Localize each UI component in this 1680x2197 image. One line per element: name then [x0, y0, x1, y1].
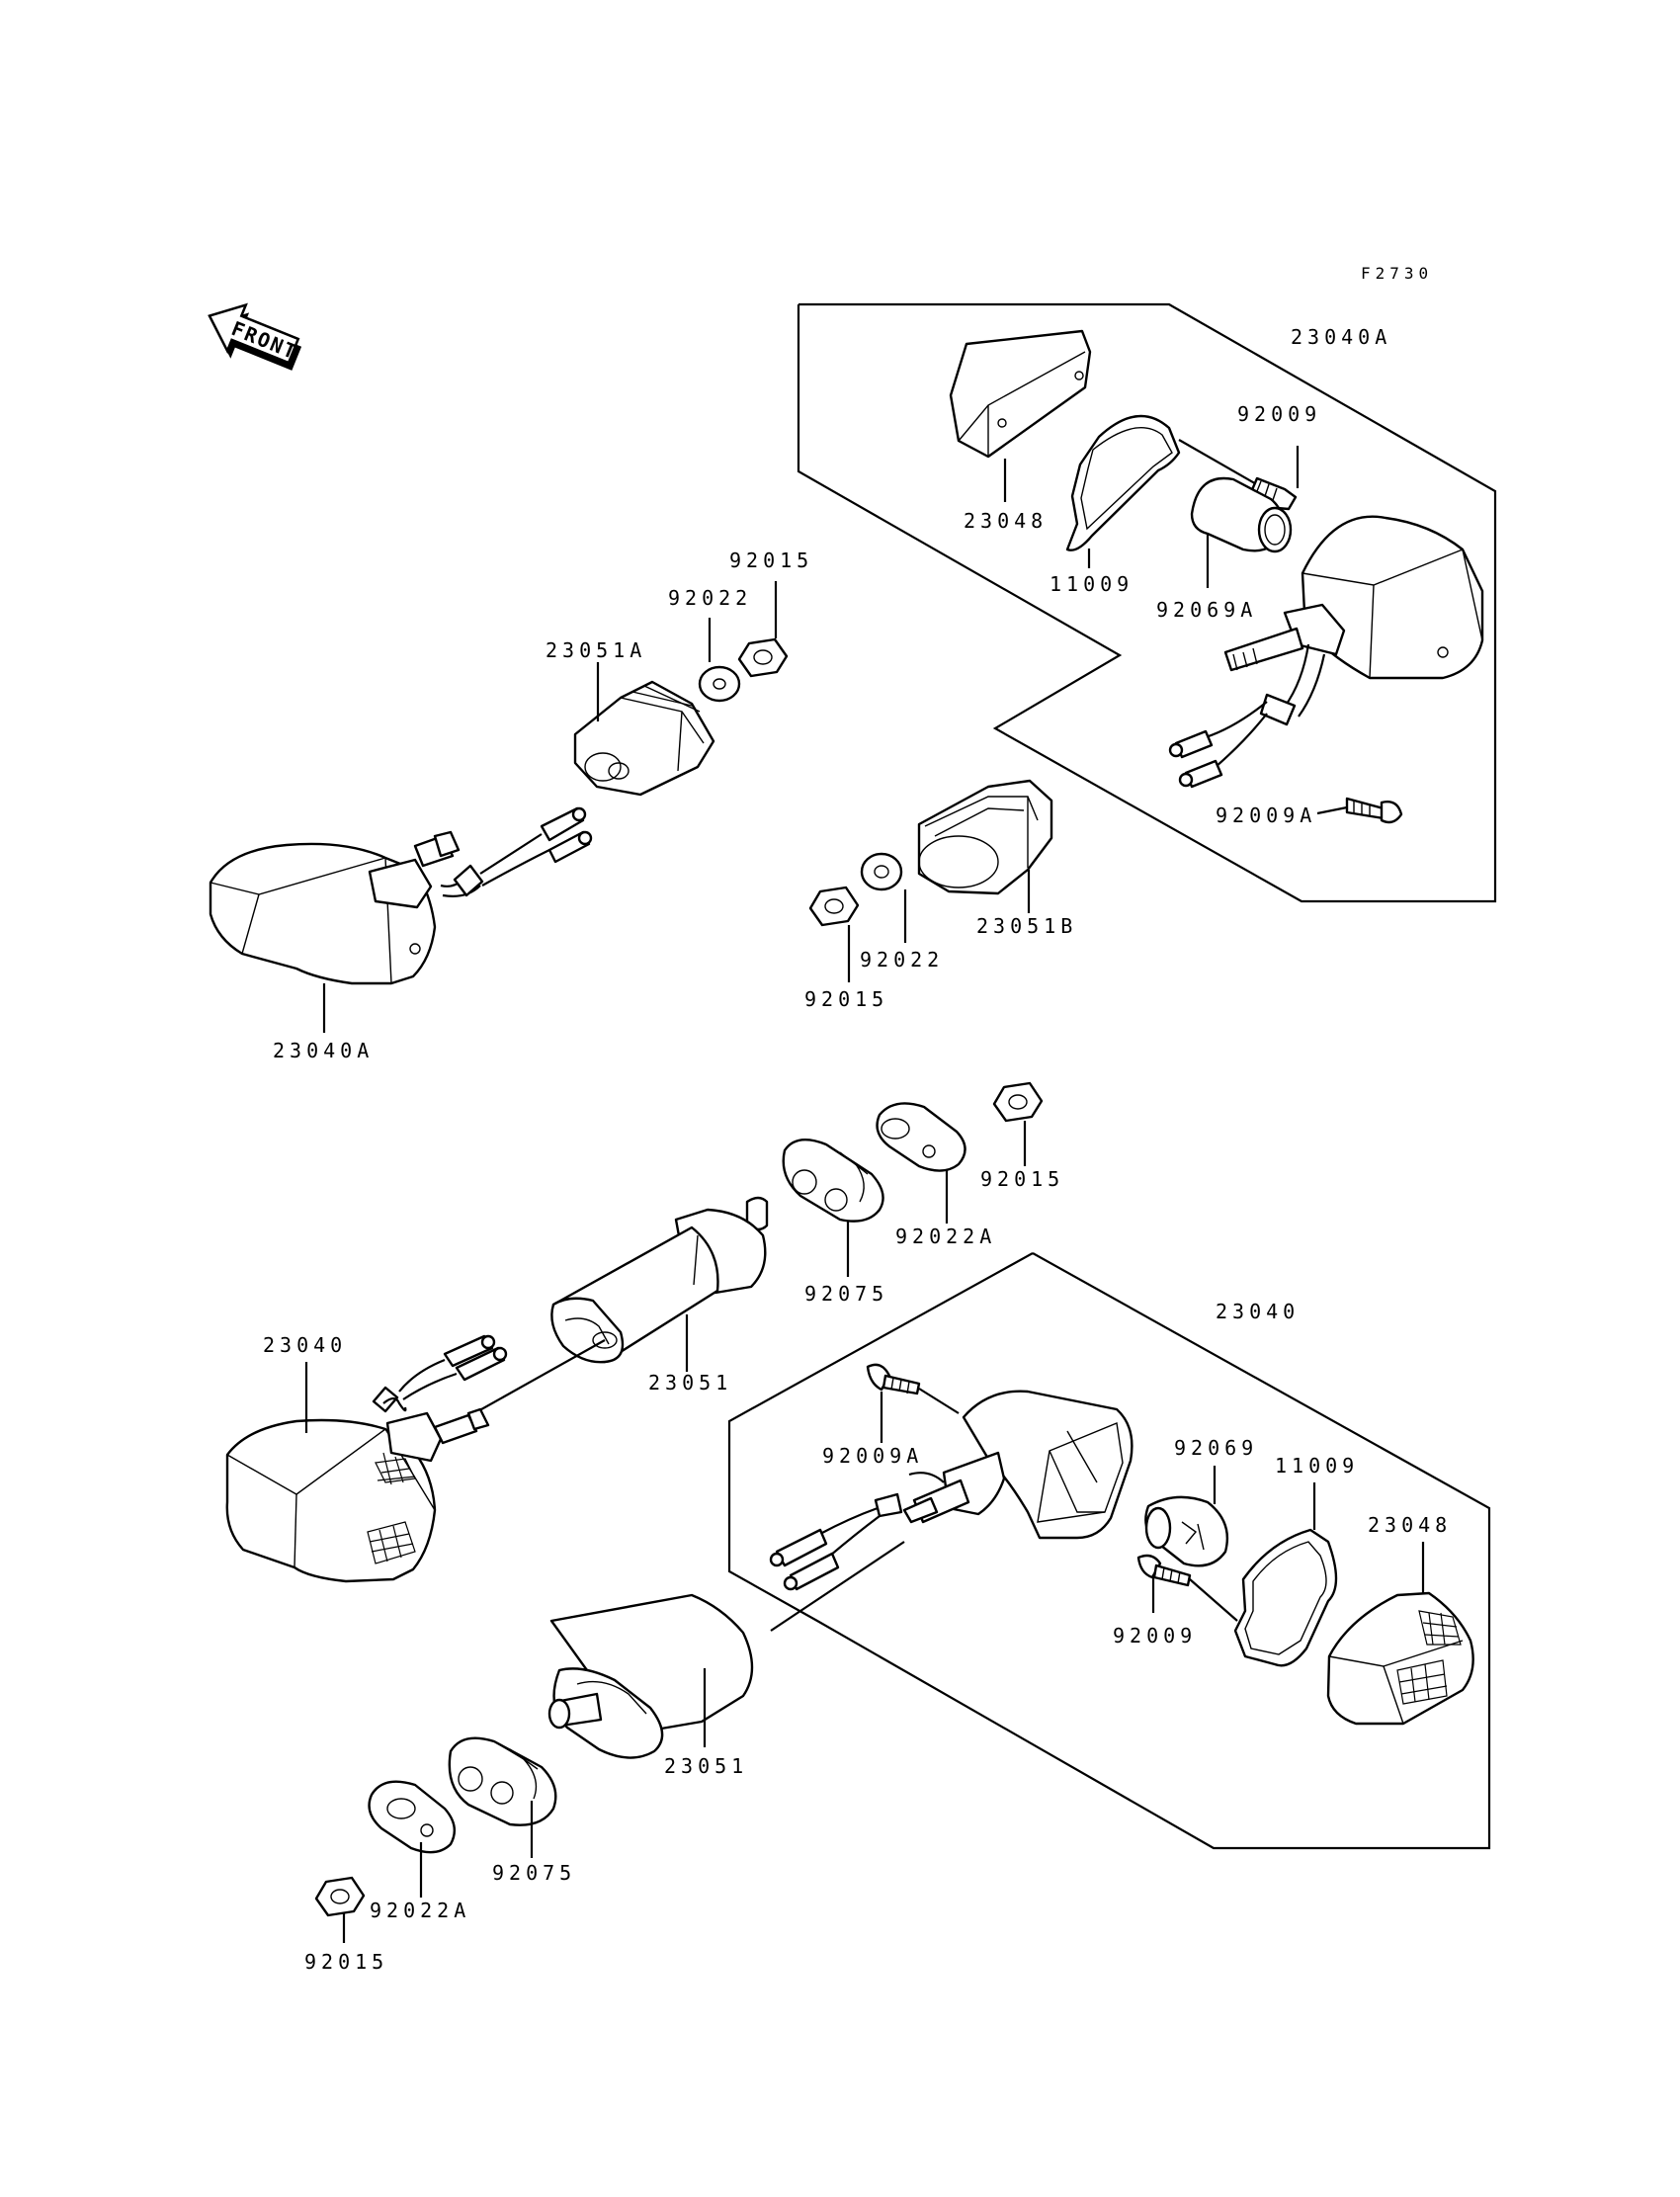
grommet-92075-b	[448, 1736, 557, 1826]
bulb-92069	[1144, 1495, 1229, 1567]
label-23051B: 23051B	[976, 914, 1077, 938]
label-92009A-top: 92009A	[1216, 803, 1316, 827]
label-92015-d: 92015	[304, 1950, 388, 1974]
label-23051-a: 23051	[648, 1371, 732, 1394]
screw-92009-bottom	[1136, 1554, 1192, 1587]
screw-92009A-bottom	[866, 1363, 921, 1395]
label-92075-a: 92075	[804, 1282, 888, 1306]
turn-signal-housing-23040-bottom	[902, 1390, 1134, 1540]
wire-connectors-23040A-top	[1168, 693, 1297, 789]
label-23040-left: 23040	[263, 1333, 347, 1357]
label-92009-bottom: 92009	[1113, 1624, 1197, 1648]
wire-connectors-23040A-left	[453, 806, 593, 897]
plate-92022A-a	[876, 1102, 966, 1172]
label-23051A: 23051A	[546, 638, 646, 662]
label-92015-c: 92015	[980, 1167, 1064, 1191]
plate-92022A-b	[368, 1780, 457, 1854]
label-23040A-top: 23040A	[1291, 325, 1391, 349]
gasket-11009-top	[1065, 414, 1181, 551]
nut-92015-b	[808, 886, 860, 927]
bulb-92069A	[1190, 476, 1293, 553]
washer-92022-b	[860, 852, 903, 891]
label-92022-a: 92022	[668, 586, 752, 610]
label-92022A-b: 92022A	[370, 1899, 470, 1922]
assembly-outline-23040	[727, 1252, 1491, 1850]
grommet-tube-23051-b	[547, 1593, 754, 1759]
label-92009-top: 92009	[1237, 402, 1321, 426]
label-23048-top: 23048	[964, 509, 1048, 533]
nut-92015-c	[992, 1081, 1044, 1123]
label-92015-a: 92015	[729, 549, 813, 572]
label-92069A: 92069A	[1156, 598, 1257, 622]
nut-92015-d	[314, 1876, 366, 1917]
wire-connectors-23040-bottom	[769, 1492, 903, 1591]
gasket-11009-bottom	[1233, 1528, 1338, 1667]
screw-92009A-top	[1345, 797, 1403, 824]
assembly-outline-23040A	[797, 302, 1497, 903]
lens-23048-top	[949, 329, 1092, 459]
turn-signal-housing-23040A-left	[209, 830, 481, 985]
grommet-23051A	[573, 680, 715, 797]
label-92022A-a: 92022A	[895, 1225, 996, 1248]
label-92015-b: 92015	[804, 987, 888, 1011]
label-92022-b: 92022	[860, 948, 944, 972]
label-23051-b: 23051	[664, 1754, 748, 1778]
lens-23048-bottom	[1326, 1591, 1474, 1726]
turn-signal-housing-23040-left	[225, 1407, 490, 1583]
grommet-92075-a	[782, 1139, 884, 1223]
figure-code: F2730	[1361, 264, 1433, 283]
turn-signal-housing-23040A-top	[1223, 515, 1484, 718]
washer-92022-a	[698, 665, 741, 703]
front-arrow-icon: FRONT	[208, 302, 302, 371]
grommet-tube-23051-a	[550, 1196, 769, 1364]
label-23040-right: 23040	[1216, 1300, 1300, 1323]
grommet-23051B	[917, 779, 1053, 895]
label-11009-bottom: 11009	[1275, 1454, 1359, 1478]
label-11009-top: 11009	[1050, 572, 1134, 596]
nut-92015-a	[737, 637, 789, 678]
label-92075-b: 92075	[492, 1861, 576, 1885]
label-92069: 92069	[1174, 1436, 1258, 1460]
label-92009A-bottom: 92009A	[822, 1444, 923, 1468]
label-23048-bottom: 23048	[1368, 1513, 1452, 1537]
label-23040A-left: 23040A	[273, 1039, 374, 1062]
wire-connectors-23040-left	[372, 1334, 508, 1413]
